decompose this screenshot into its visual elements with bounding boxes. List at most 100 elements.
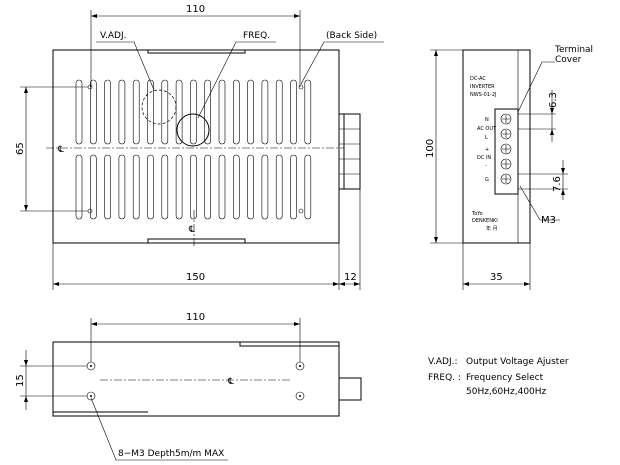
term-label: AC OUT xyxy=(477,126,497,132)
vent-slots-lower xyxy=(75,154,312,220)
vent-slot xyxy=(75,79,83,145)
vent-slot xyxy=(218,79,226,145)
terminal-screw xyxy=(500,113,512,125)
legend-vadj-key: V.ADJ.: xyxy=(428,357,458,367)
brand-line2: DENKENKI xyxy=(472,218,498,224)
vent-slot xyxy=(204,154,211,220)
vent-slot xyxy=(147,154,154,220)
term-label: L xyxy=(485,135,488,141)
vent-slot xyxy=(147,79,154,145)
vent-slot xyxy=(90,79,97,145)
vent-slot xyxy=(161,79,169,145)
plate-line1: DC-AC xyxy=(470,76,486,82)
dim-150-text: 150 xyxy=(186,272,205,283)
centerline-mark-h: ℄ xyxy=(57,145,64,155)
terminal-screws xyxy=(500,113,512,185)
terminal-screw xyxy=(500,143,512,155)
vent-slot xyxy=(104,154,111,220)
label-back-side: (Back Side) xyxy=(326,31,377,41)
dim-65-text: 65 xyxy=(15,142,26,155)
top-view-top-tab xyxy=(147,50,246,54)
vent-slot xyxy=(190,79,197,145)
vent-slot xyxy=(304,79,312,145)
terminal-screw xyxy=(500,128,512,140)
legend-freq-desc: Frequency Select xyxy=(466,373,544,383)
vent-slot xyxy=(132,79,140,145)
terminal-block xyxy=(338,113,361,190)
vent-slot xyxy=(304,154,312,220)
terminal-screw xyxy=(500,173,512,185)
side-terminal-strip xyxy=(494,108,519,195)
top-view-body xyxy=(52,49,340,244)
side-view: DC-AC INVERTER NWS-01-2J ToYo DENKENKI 年… xyxy=(425,45,593,290)
vent-slot xyxy=(275,154,283,220)
m3-callout: M3 xyxy=(519,185,560,226)
dim-12-text: 12 xyxy=(344,272,357,283)
label-terminal-cover-2: Cover xyxy=(555,55,582,65)
vent-slot xyxy=(161,154,169,220)
nameplate: DC-AC INVERTER NWS-01-2J ToYo DENKENKI 年… xyxy=(470,76,498,232)
label-terminal-cover-1: Terminal xyxy=(554,45,593,55)
vent-slot xyxy=(218,154,226,220)
label-vadj: V.ADJ. xyxy=(100,31,126,41)
vent-slot xyxy=(175,79,183,145)
dim-15: 15 xyxy=(15,350,87,410)
legend: V.ADJ.: Output Voltage Ajuster FREQ. : F… xyxy=(428,357,569,397)
brand-line1: ToYo xyxy=(471,211,483,217)
bottom-view-holes xyxy=(86,361,305,401)
vent-slot xyxy=(118,154,126,220)
vent-slot xyxy=(104,79,111,145)
term-label: DC IN xyxy=(477,155,491,161)
dim-7-6: 7.6 xyxy=(518,160,568,200)
side-view-body xyxy=(462,49,531,244)
vent-slot xyxy=(90,154,97,220)
hole xyxy=(298,84,304,90)
vent-slot xyxy=(233,154,240,220)
vent-slot xyxy=(247,79,254,145)
vent-slot xyxy=(233,79,240,145)
callouts-top: V.ADJ. FREQ. (Back Side) xyxy=(96,31,384,119)
plate-line3: NWS-01-2J xyxy=(470,92,496,98)
vent-slot xyxy=(290,154,297,220)
dim-100: 100 xyxy=(425,49,463,244)
bottom-view-terminal xyxy=(338,377,362,401)
term-label: - xyxy=(485,163,487,169)
term-label: + xyxy=(485,147,489,153)
vent-slot xyxy=(275,79,283,145)
dim-110-top-text: 110 xyxy=(186,4,205,15)
label-freq: FREQ. xyxy=(243,31,270,41)
mounting-callout: 8−M3 Depth5m/m MAX xyxy=(90,397,228,461)
vent-slot xyxy=(118,79,126,145)
dim-100-text: 100 xyxy=(425,139,436,158)
vent-slot xyxy=(175,154,183,220)
centerline-mark-v: ℄ xyxy=(188,225,195,235)
top-view-bottom-tab xyxy=(147,238,246,243)
terminal-cover-callout: Terminal Cover xyxy=(517,45,593,113)
legend-vadj-desc: Output Voltage Ajuster xyxy=(466,357,569,367)
vent-slot xyxy=(261,79,269,145)
dim-35-text: 35 xyxy=(490,272,503,283)
bottom-view-tab-top xyxy=(239,342,339,347)
dim-35: 35 xyxy=(462,243,531,290)
terminal-labels: N AC OUT L + DC IN - G xyxy=(477,117,497,183)
vent-slot xyxy=(132,154,140,220)
bottom-centerline-mark: ℄ xyxy=(227,377,234,387)
dim-6-3-text: 6.3 xyxy=(548,92,559,108)
dim-65: 65 xyxy=(15,86,88,212)
terminal-screw xyxy=(500,158,512,170)
legend-freq-values: 50Hz,60Hz,400Hz xyxy=(466,387,547,397)
vadj-hidden-circle xyxy=(141,89,177,125)
top-view-holes xyxy=(87,84,304,214)
vent-slots-upper xyxy=(75,79,312,145)
dim-110-bottom-text: 110 xyxy=(186,312,205,323)
plate-line2: INVERTER xyxy=(470,84,495,90)
dim-6-3: 6.3 xyxy=(518,90,559,142)
bottom-view-body xyxy=(52,341,340,417)
terminal-cover xyxy=(343,113,361,190)
freq-circle xyxy=(176,113,210,147)
top-view: ℄ ℄ 110 xyxy=(15,4,384,290)
dim-110-bottom: 110 xyxy=(90,312,301,362)
dim-15-text: 15 xyxy=(15,374,26,387)
brand-line3: 年 月 xyxy=(486,225,498,232)
